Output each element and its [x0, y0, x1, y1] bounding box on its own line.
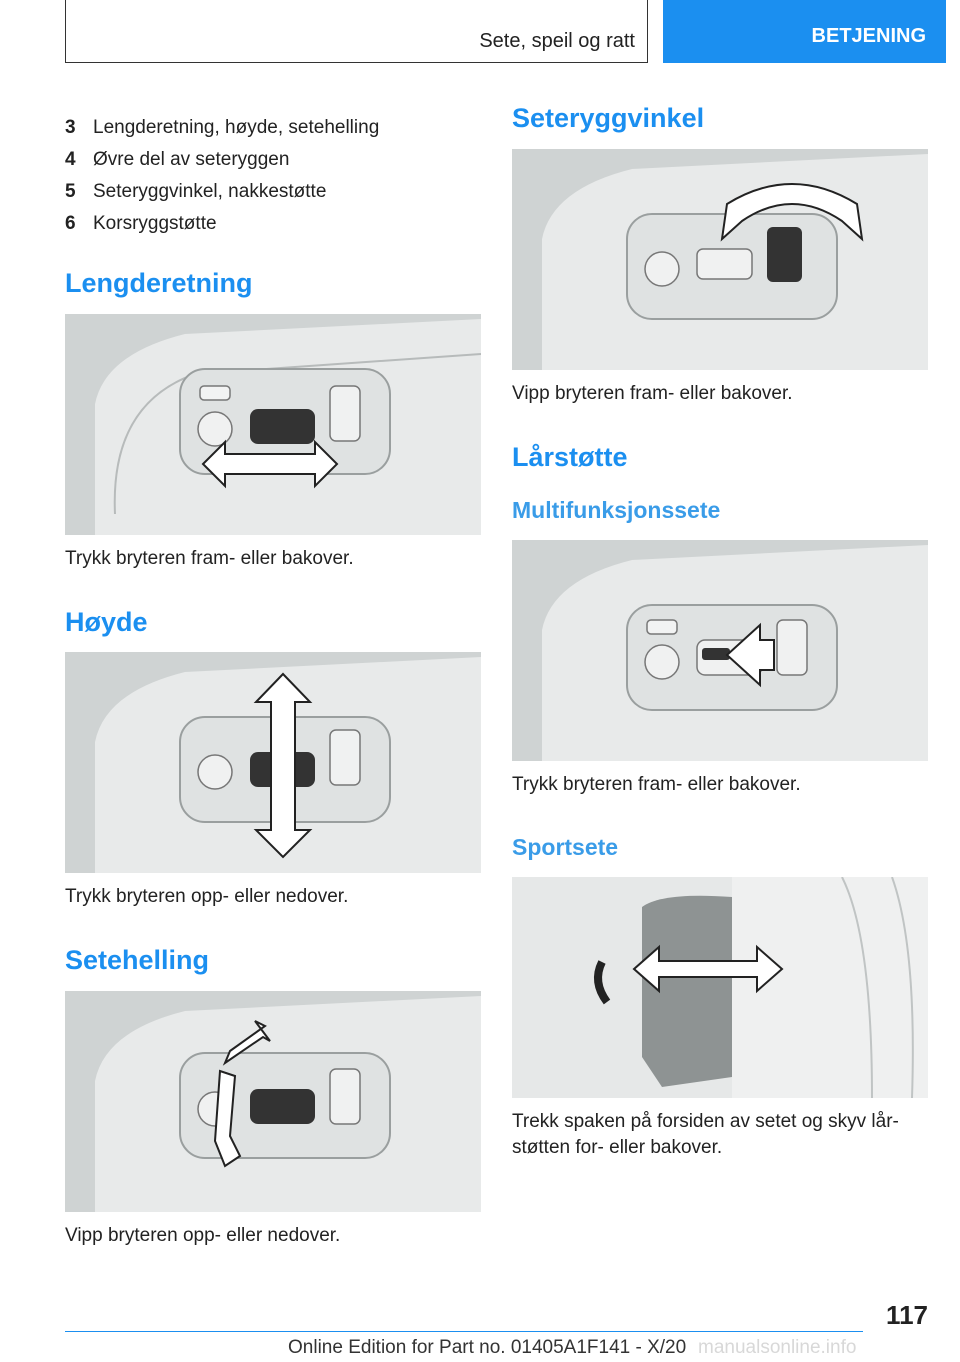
- illustration-seteryggvinkel: [512, 149, 928, 370]
- footer-rule: [65, 1331, 863, 1332]
- list-text: Seteryggvinkel, nakkestøtte: [93, 181, 327, 202]
- caption-line: støtten for- eller bakover.: [512, 1137, 723, 1158]
- illustration-hoyde: [65, 652, 481, 873]
- heading-hoyde: Høyde: [65, 607, 148, 637]
- list-number: 6: [65, 213, 76, 234]
- list-item: 5 Seteryggvinkel, nakkestøtte: [65, 176, 485, 208]
- list-text: Lengderetning, høyde, setehelling: [93, 117, 380, 138]
- section-title: Sete, speil og ratt: [479, 30, 635, 52]
- heading-lengderetning: Lengderetning: [65, 268, 253, 298]
- list-item: 6 Korsryggstøtte: [65, 208, 485, 240]
- watermark: manualsonline.info: [698, 1337, 857, 1358]
- illustration-setehelling: [65, 991, 481, 1212]
- list-number: 4: [65, 149, 76, 170]
- caption-setehelling: Vipp bryteren opp- eller nedover.: [65, 1225, 341, 1246]
- subheading-sportsete: Sportsete: [512, 834, 619, 860]
- item-list: 3 Lengderetning, høyde, setehelling 4 Øv…: [65, 112, 485, 240]
- subheading-multifunksjonssete: Multifunksjonssete: [512, 497, 721, 523]
- list-item: 3 Lengderetning, høyde, setehelling: [65, 112, 485, 144]
- list-item: 4 Øvre del av seteryggen: [65, 144, 485, 176]
- caption-seteryggvinkel: Vipp bryteren fram- eller bakover.: [512, 383, 793, 404]
- list-number: 5: [65, 181, 76, 202]
- caption-line: Trekk spaken på forsiden av setet og sky…: [512, 1111, 899, 1132]
- illustration-multifunksjonssete: [512, 540, 928, 761]
- caption-hoyde: Trykk bryteren opp- eller nedover.: [65, 886, 349, 907]
- edition-text: Online Edition for Part no. 01405A1F141 …: [288, 1337, 687, 1358]
- list-number: 3: [65, 117, 76, 138]
- chapter-tab[interactable]: BETJENING: [663, 0, 946, 63]
- header-box: Sete, speil og ratt: [65, 0, 648, 63]
- page-number: 117: [886, 1300, 928, 1330]
- illustration-sportsete: [512, 877, 928, 1098]
- caption-multifunksjonssete: Trykk bryteren fram- eller bakover.: [512, 774, 801, 795]
- list-text: Øvre del av seteryggen: [93, 149, 290, 170]
- heading-setehelling: Setehelling: [65, 945, 210, 975]
- heading-larstotte: Lårstøtte: [512, 442, 628, 472]
- list-text: Korsryggstøtte: [93, 213, 217, 234]
- illustration-lengderetning: [65, 314, 481, 535]
- caption-sportsete: Trekk spaken på forsiden av setet og sky…: [512, 1109, 928, 1161]
- heading-seteryggvinkel: Seteryggvinkel: [512, 103, 705, 133]
- caption-lengderetning: Trykk bryteren fram- eller bakover.: [65, 548, 354, 569]
